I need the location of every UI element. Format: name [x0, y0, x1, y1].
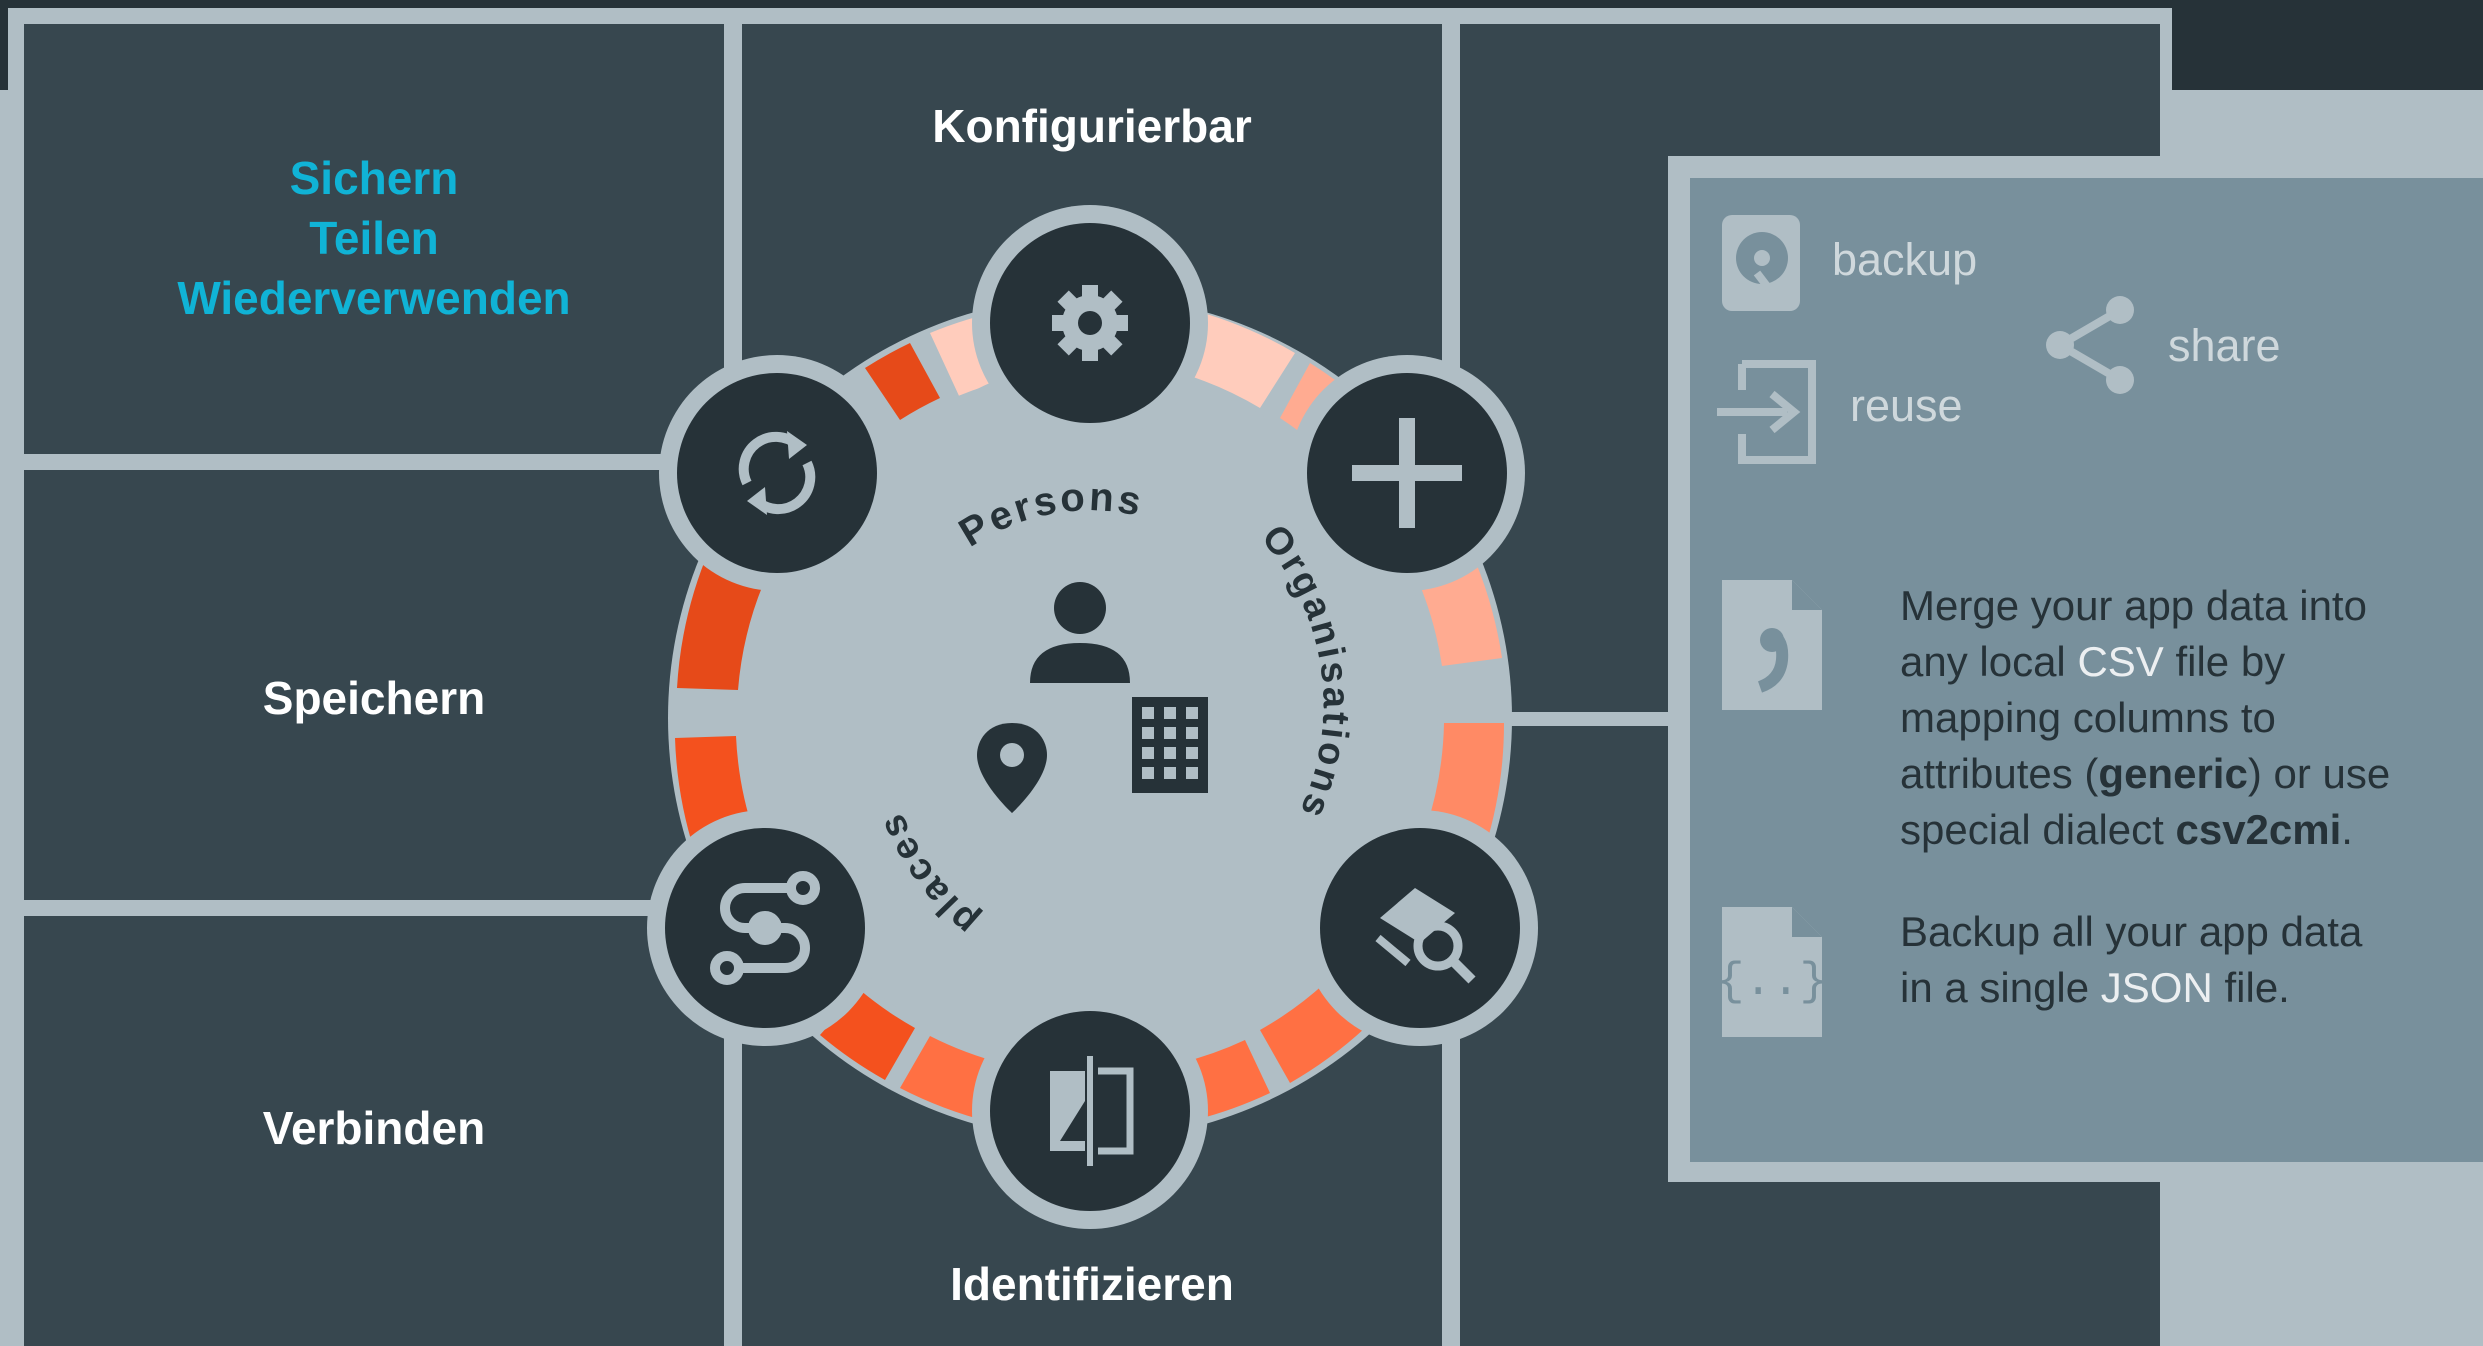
label-konfigurierbar: Konfigurierbar — [932, 100, 1252, 152]
disk-icon — [1722, 215, 1800, 311]
node-sync — [659, 355, 895, 591]
node-compare — [972, 993, 1208, 1229]
info-panel — [1690, 178, 2483, 1162]
label-verbinden: Verbinden — [262, 1102, 486, 1154]
json-description: Backup all your app data in a single JSO… — [1900, 908, 2363, 1011]
node-route — [647, 810, 883, 1046]
plus-icon — [1352, 418, 1462, 528]
share-icon — [2046, 296, 2134, 394]
panel-left-bottom — [24, 916, 724, 1346]
panel-left-middle — [24, 470, 724, 900]
gear-icon — [1052, 285, 1128, 361]
json-file-icon: {..} — [1717, 907, 1827, 1037]
connector-line — [1500, 712, 1680, 726]
person-icon — [1030, 582, 1130, 683]
node-gear — [972, 205, 1208, 441]
share-label: share — [2168, 320, 2281, 371]
ring-segment-12 — [865, 343, 940, 420]
ring-inner-disc — [742, 370, 1438, 1066]
location-pin-icon — [977, 723, 1047, 813]
top-right-dark-band — [2172, 0, 2483, 90]
label-identifizieren: Identifizieren — [950, 1258, 1234, 1310]
backup-label: backup — [1832, 234, 1978, 285]
route-icon — [710, 871, 820, 985]
label-teilen: Teilen — [309, 212, 439, 264]
csv-file-icon — [1722, 580, 1822, 710]
sync-icon — [738, 431, 816, 515]
label-wiederverwenden: Wiederverwenden — [177, 272, 571, 324]
panel-left-top — [24, 24, 724, 454]
search-collection-icon — [1375, 888, 1476, 984]
node-plus — [1289, 355, 1525, 591]
building-icon — [1132, 697, 1208, 793]
node-search — [1302, 810, 1538, 1046]
import-icon — [1717, 360, 1816, 464]
svg-text:{..}: {..} — [1717, 956, 1827, 1008]
label-speichern: Speichern — [262, 672, 486, 724]
left-border — [0, 0, 8, 90]
top-border — [0, 0, 2180, 8]
label-sichern: Sichern — [289, 152, 459, 204]
compare-icon — [1050, 1056, 1134, 1166]
csv-description: Merge your app data into any local CSV f… — [1900, 582, 2391, 853]
reuse-label: reuse — [1850, 380, 1963, 431]
